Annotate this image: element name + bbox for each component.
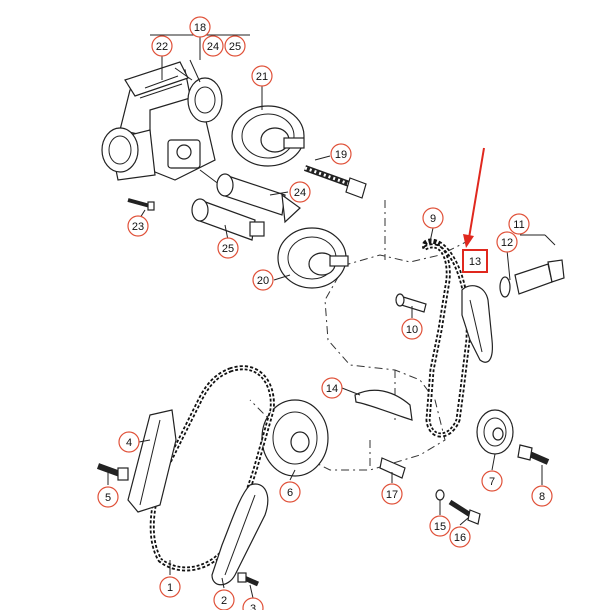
callout-25-top: 25: [224, 35, 246, 57]
guide-rail-14: [354, 389, 413, 421]
callout-19: 19: [330, 143, 352, 165]
callout-25-mid: 25: [217, 237, 239, 259]
callout-21: 21: [251, 65, 273, 87]
washer-15-bolt-16: [435, 489, 481, 525]
svg-text:11: 11: [513, 219, 524, 231]
bolt-5: [96, 463, 129, 481]
solenoid-valve-25: [191, 198, 265, 241]
callout-17: 17: [381, 483, 403, 505]
svg-text:6: 6: [287, 487, 293, 499]
camshaft-sprocket-21: [231, 105, 305, 167]
pin-17: [379, 457, 406, 479]
svg-text:2: 2: [221, 595, 227, 607]
svg-text:5: 5: [105, 492, 111, 504]
svg-text:25: 25: [229, 41, 241, 53]
callout-23: 23: [127, 215, 149, 237]
svg-text:19: 19: [335, 149, 347, 161]
callout-9: 9: [422, 207, 444, 229]
solenoid-valve-24: [216, 173, 301, 224]
svg-text:22: 22: [156, 41, 168, 53]
adjuster-housing-assembly: [101, 59, 223, 186]
svg-text:18: 18: [194, 22, 206, 34]
callout-11: 11: [508, 213, 530, 235]
camshaft-sprocket-20: [277, 227, 349, 289]
crankshaft-sprocket-6: [261, 399, 329, 477]
callout-1: 1: [159, 576, 181, 598]
svg-text:12: 12: [501, 237, 513, 249]
svg-text:3: 3: [250, 603, 256, 610]
bolt-3: [237, 572, 260, 587]
bolt-23: [127, 198, 155, 211]
svg-text:1: 1: [167, 582, 173, 594]
callout-3: 3: [242, 597, 264, 615]
callout-16: 16: [449, 526, 471, 548]
svg-text:16: 16: [454, 532, 466, 544]
callout-24-top: 24: [202, 35, 224, 57]
callout-18: 18: [189, 16, 211, 38]
svg-text:17: 17: [386, 489, 398, 501]
svg-text:20: 20: [257, 275, 269, 287]
callout-13-label: 13: [469, 256, 481, 268]
callout-20: 20: [252, 269, 274, 291]
bolt-19: [303, 165, 367, 199]
svg-text:15: 15: [434, 521, 446, 533]
callout-10: 10: [401, 318, 423, 340]
callout-24-mid: 24: [289, 181, 311, 203]
tensioner-rail-13: [461, 285, 493, 363]
callout-22: 22: [151, 35, 173, 57]
svg-text:25: 25: [222, 243, 234, 255]
upper-timing-chain: [421, 238, 471, 438]
tensioner-rail-2: [211, 483, 269, 586]
callout-4: 4: [118, 431, 140, 453]
svg-text:14: 14: [326, 383, 338, 395]
svg-text:24: 24: [207, 41, 219, 53]
sprocket-7: [476, 409, 514, 455]
svg-text:21: 21: [256, 71, 268, 83]
svg-text:23: 23: [132, 221, 144, 233]
callout-5: 5: [97, 486, 119, 508]
leader-lines: [107, 34, 556, 599]
cover-outline-2: [369, 200, 396, 470]
svg-text:8: 8: [539, 491, 545, 503]
callout-14: 14: [321, 377, 343, 399]
callout-15: 15: [429, 515, 451, 537]
svg-text:4: 4: [126, 437, 132, 449]
guide-rail-4: [127, 409, 177, 513]
lower-timing-chain: [149, 365, 275, 572]
highlight-marker: 13: [462, 147, 488, 273]
highlight-arrow-shaft: [468, 147, 485, 239]
svg-text:24: 24: [294, 187, 306, 199]
callout-8: 8: [531, 485, 553, 507]
pin-10: [395, 293, 427, 313]
callout-2: 2: [213, 589, 235, 611]
callout-12: 12: [496, 231, 518, 253]
callouts: 1 2 3 4 5 6 7 8 9 10 11 12 14 15 16 17 1…: [97, 16, 553, 615]
callout-6: 6: [279, 481, 301, 503]
callout-7: 7: [481, 470, 503, 492]
svg-text:10: 10: [406, 324, 418, 336]
svg-text:7: 7: [489, 476, 495, 488]
svg-text:9: 9: [430, 213, 436, 225]
tensioner-12-11: [499, 259, 565, 298]
highlight-arrow-head: [463, 234, 474, 248]
bolt-8: [517, 444, 550, 465]
highlight-box: [462, 249, 488, 273]
